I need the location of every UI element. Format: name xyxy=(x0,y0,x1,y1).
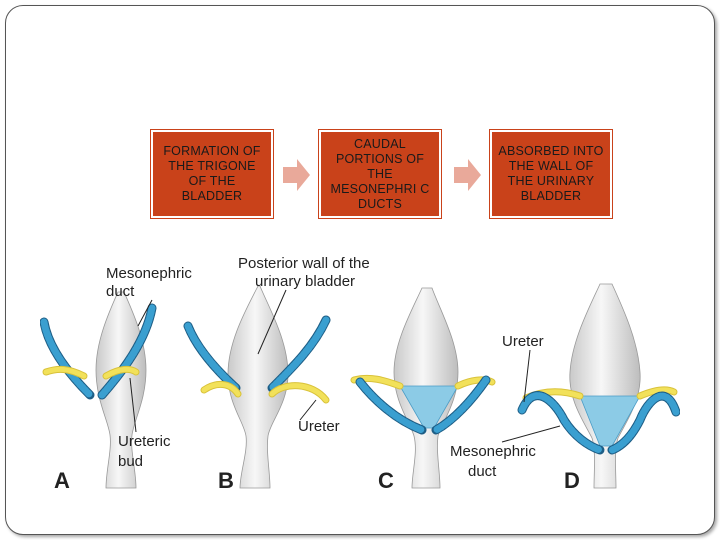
flow-step-2-text: CAUDAL PORTIONS OF THE MESONEPHRI C DUCT… xyxy=(330,136,430,211)
panel-label: B xyxy=(218,468,234,493)
label-mesonephric-duct: duct xyxy=(106,283,135,300)
bladder-shape xyxy=(95,291,147,489)
right-arrow-icon xyxy=(454,159,481,191)
label-ureter: Ureter xyxy=(298,418,340,435)
bladder-shape xyxy=(569,283,641,489)
flow-step-absorbed-wall: ABSORBED INTO THE WALL OF THE URINARY BL… xyxy=(490,130,612,218)
label-mesonephric-duct: duct xyxy=(468,463,497,480)
label-ureteric-bud: bud xyxy=(118,453,143,470)
panel-label: C xyxy=(378,468,394,493)
bladder-trigone-development-figure: A B C xyxy=(40,255,680,493)
label-ureter: Ureter xyxy=(502,333,544,350)
flow-step-caudal-portions: CAUDAL PORTIONS OF THE MESONEPHRI C DUCT… xyxy=(319,130,441,218)
label-mesonephric-duct: Mesonephric xyxy=(106,265,192,282)
label-posterior-wall: Posterior wall of the xyxy=(238,255,370,272)
label-ureteric-bud: Ureteric xyxy=(118,433,171,450)
label-mesonephric-duct: Mesonephric xyxy=(450,443,536,460)
flow-step-3-text: ABSORBED INTO THE WALL OF THE URINARY BL… xyxy=(498,144,604,203)
panel-b: B xyxy=(183,285,331,493)
flow-step-1-text: FORMATION OF THE TRIGONE OF THE BLADDER xyxy=(163,144,261,203)
panel-c: C xyxy=(350,287,496,493)
label-posterior-wall: urinary bladder xyxy=(255,273,355,290)
panel-label: A xyxy=(54,468,70,493)
flow-step-formation-trigone: FORMATION OF THE TRIGONE OF THE BLADDER xyxy=(151,130,273,218)
panel-label: D xyxy=(564,468,580,493)
panel-a: A xyxy=(40,291,157,493)
right-arrow-icon xyxy=(283,159,310,191)
panel-d: D xyxy=(501,283,680,493)
